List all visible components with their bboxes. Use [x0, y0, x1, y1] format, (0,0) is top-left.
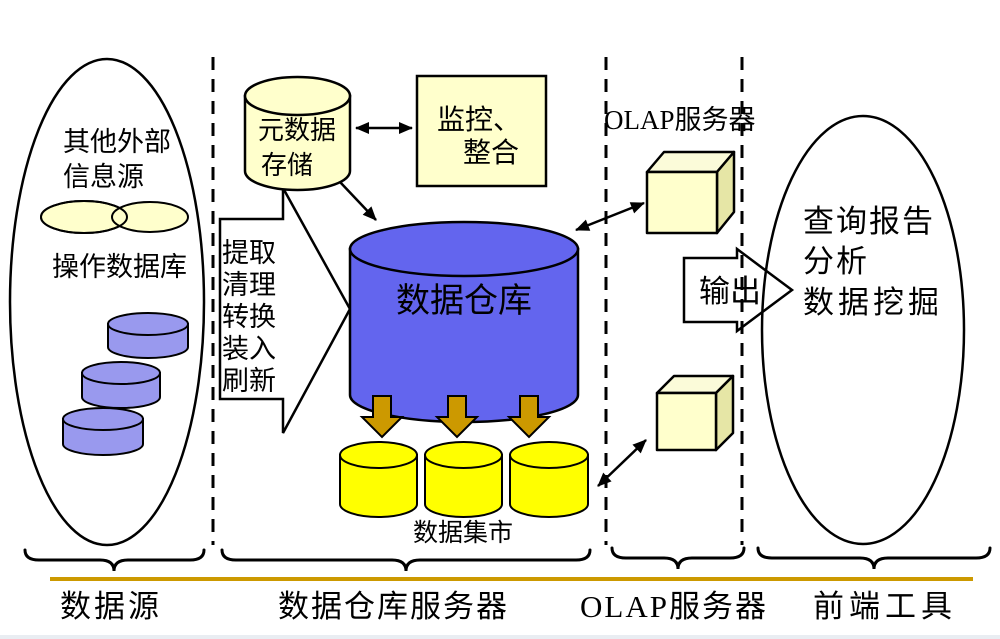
olap-cube-bottom [655, 374, 735, 452]
load-arrow-2 [434, 395, 480, 439]
footer-zone-olap-server: OLAP服务器 [580, 589, 768, 624]
footer-zone-warehouse-server: 数据仓库服务器 [278, 589, 509, 624]
brace-olap-server [610, 546, 746, 570]
marts-label: 数据集市 [413, 519, 513, 547]
external-source-ellipse-1-outline [40, 200, 128, 234]
monitor-box [415, 74, 548, 188]
source-boundary-ellipse [8, 57, 206, 547]
frontend-tool-analysis: 分析 [803, 244, 869, 279]
output-label: 输出 [699, 274, 761, 309]
monitor-label-line1: 监控、 [437, 104, 521, 136]
operational-db-label: 操作数据库 [52, 252, 187, 282]
operational-db-cylinder-1 [107, 312, 189, 359]
load-arrow-1 [359, 395, 405, 439]
bottom-edge-strip [0, 635, 1000, 639]
metadata-warehouse-arrow [339, 181, 377, 221]
mart-cylinder-1 [339, 441, 418, 518]
monitor-label-line2: 整合 [463, 137, 519, 169]
warehouse-label: 数据仓库 [396, 282, 532, 320]
metadata-label-line1: 元数据 [258, 116, 336, 145]
metadata-cylinder [243, 75, 352, 192]
frontend-tool-data-mining: 数据挖掘 [803, 285, 943, 320]
olap-cube-top [645, 150, 736, 235]
mart-cylinder-2 [424, 441, 503, 518]
etl-block-arrow [218, 183, 352, 434]
etl-step-extract: 提取 [222, 238, 276, 268]
etl-step-transform: 转换 [222, 302, 276, 332]
warehouse-olap-arrow [575, 201, 645, 232]
etl-step-refresh: 刷新 [222, 366, 276, 396]
etl-step-clean: 清理 [222, 270, 276, 300]
external-source-ellipse-2 [111, 201, 189, 233]
footer-zone-frontend-tools: 前端工具 [813, 589, 957, 624]
olap-server-top-label: OLAP服务器 [604, 105, 756, 135]
frontend-tool-query-report: 查询报告 [803, 204, 935, 239]
metadata-label-line2: 存储 [261, 151, 313, 180]
footer-zone-data-source: 数据源 [60, 589, 162, 624]
load-arrow-3 [506, 395, 552, 439]
brace-frontend [756, 546, 992, 570]
frontend-boundary-ellipse [760, 114, 966, 546]
brace-warehouse-server [220, 548, 592, 572]
etl-step-load: 装入 [222, 334, 276, 364]
mart-cylinder-3 [509, 441, 589, 518]
warehouse-cylinder [348, 220, 580, 424]
brace-source [23, 548, 206, 572]
output-block-arrow [682, 246, 795, 334]
operational-db-cylinder-3 [62, 407, 144, 456]
source-title-line1: 其他外部 [63, 127, 171, 157]
operational-db-cylinder-2 [81, 361, 161, 409]
source-title-line2: 信息源 [63, 162, 144, 192]
